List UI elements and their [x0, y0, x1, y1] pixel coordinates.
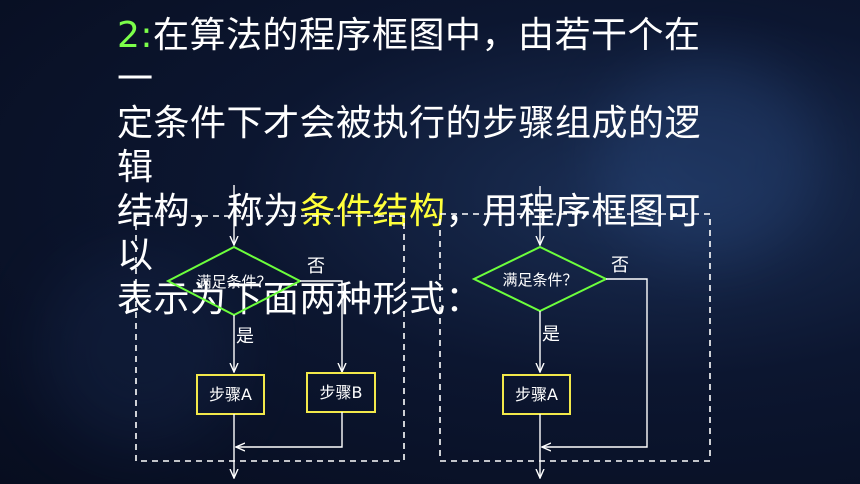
left-flowchart: 满足条件？ 是 否 步骤A 步骤B [135, 185, 405, 478]
background-glow [40, 250, 240, 450]
right-condition-label: 满足条件？ [502, 271, 577, 289]
left-step-b-label: 步骤B [320, 383, 363, 402]
right-no-label: 否 [611, 255, 629, 276]
left-no-arrow [300, 280, 342, 372]
left-condition-label: 满足条件？ [196, 273, 271, 291]
highlight-term: 条件结构 [299, 191, 446, 232]
right-no-path-arrow [542, 278, 648, 447]
right-step-a-box [502, 374, 571, 415]
background-glow [600, 60, 820, 260]
heading-paragraph: 2:在算法的程序框图中，由若干个在一 定条件下才会被执行的步骤组成的逻辑 结构，… [117, 14, 737, 322]
heading-line-1: 2:在算法的程序框图中，由若干个在一 [117, 15, 701, 100]
right-dashed-frame [439, 213, 711, 462]
heading-number: 2: [117, 15, 154, 56]
heading-line-3: 结构，称为条件结构，用程序框图可以 [117, 191, 702, 276]
left-merge-arrow [236, 412, 343, 447]
left-step-a-label: 步骤A [209, 385, 252, 404]
right-flowchart: 满足条件？ 是 否 步骤A [439, 186, 711, 478]
left-step-b-box [306, 372, 376, 413]
right-step-a-label: 步骤A [515, 385, 558, 404]
right-yes-label: 是 [542, 324, 560, 345]
left-no-label: 否 [307, 256, 325, 277]
left-yes-label: 是 [236, 326, 254, 347]
left-dashed-frame [135, 215, 405, 462]
heading-line-2: 定条件下才会被执行的步骤组成的逻辑 [117, 103, 702, 188]
left-step-a-box [196, 374, 265, 415]
